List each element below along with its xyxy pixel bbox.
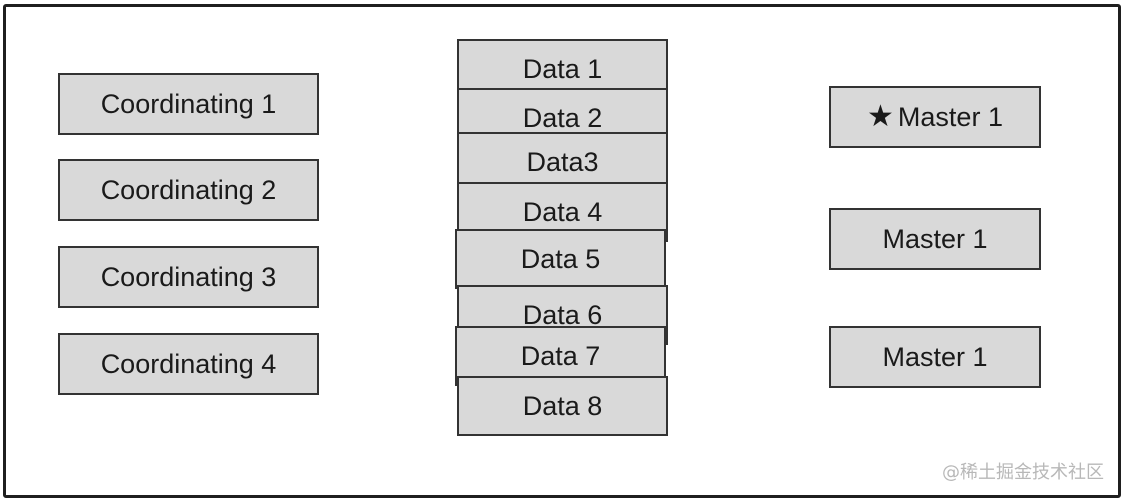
star-icon: ★ (867, 100, 894, 133)
node-label: Coordinating 1 (100, 88, 277, 119)
master-node-3: Master 1 (829, 326, 1041, 388)
node-label: Data 6 (522, 299, 603, 330)
coordinating-node-1: Coordinating 1 (58, 73, 319, 135)
node-label: Data 2 (522, 102, 603, 133)
node-label: Coordinating 4 (100, 348, 277, 379)
node-label: Master 1 (882, 341, 988, 372)
node-label: Data 4 (522, 196, 603, 227)
node-label: Data 5 (520, 243, 601, 274)
node-label: Data 8 (522, 390, 603, 421)
node-label: Master 1 (897, 101, 1003, 132)
node-label: Data 7 (520, 340, 601, 371)
watermark: @稀土掘金技术社区 (942, 462, 1104, 483)
data-node-5: Data 5 (455, 229, 666, 289)
node-label: Data3 (526, 146, 599, 177)
node-label: Data 1 (522, 53, 603, 84)
master-node-2: Master 1 (829, 208, 1041, 270)
node-label: Coordinating 3 (100, 261, 277, 292)
master-node-1: ★ Master 1 (829, 86, 1041, 148)
coordinating-node-2: Coordinating 2 (58, 159, 319, 221)
node-label: Master 1 (882, 223, 988, 254)
data-node-8: Data 8 (457, 376, 668, 436)
coordinating-node-3: Coordinating 3 (58, 246, 319, 308)
coordinating-node-4: Coordinating 4 (58, 333, 319, 395)
node-label: Coordinating 2 (100, 174, 277, 205)
